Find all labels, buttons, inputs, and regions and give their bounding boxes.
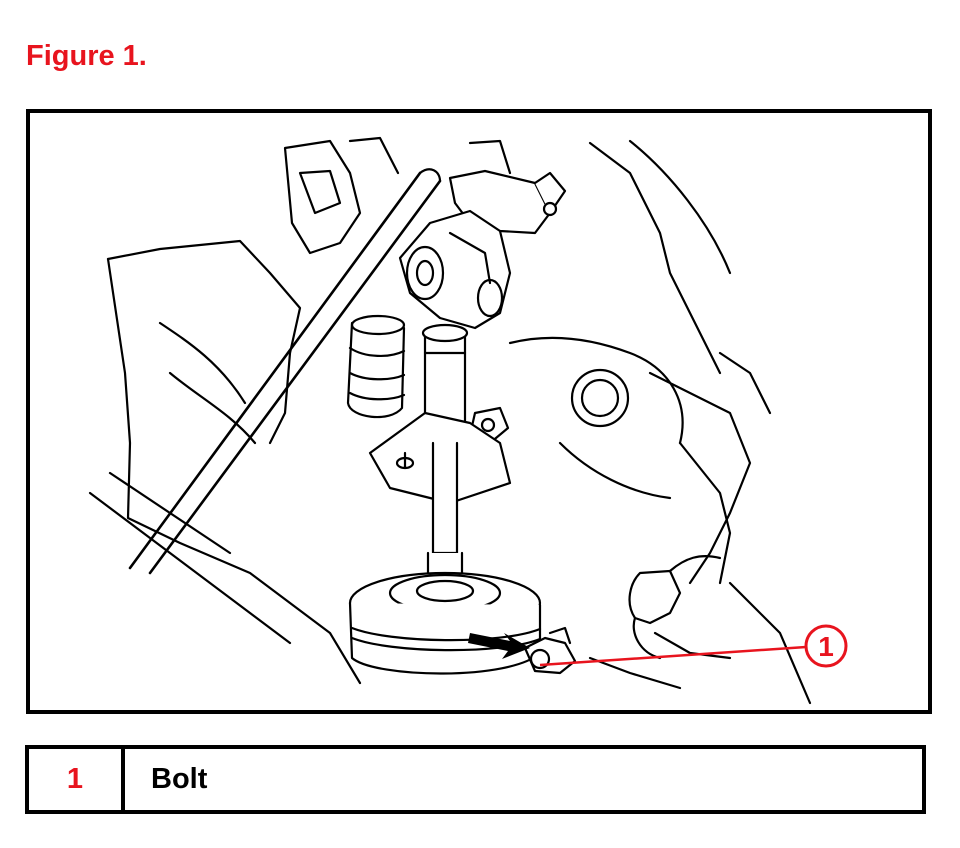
legend-table: 1 Bolt: [25, 745, 926, 814]
legend-row-label: Bolt: [151, 763, 208, 795]
legend-row-number: 1: [29, 749, 125, 810]
tighten-arrow-icon: [468, 633, 530, 659]
callout-1: 1: [539, 624, 848, 668]
steering-shaft-illustration: 1: [88, 136, 848, 705]
figure-illustration-frame: 1: [26, 109, 932, 714]
figure-title: Figure 1.: [26, 40, 147, 72]
callout-number: 1: [818, 631, 834, 662]
